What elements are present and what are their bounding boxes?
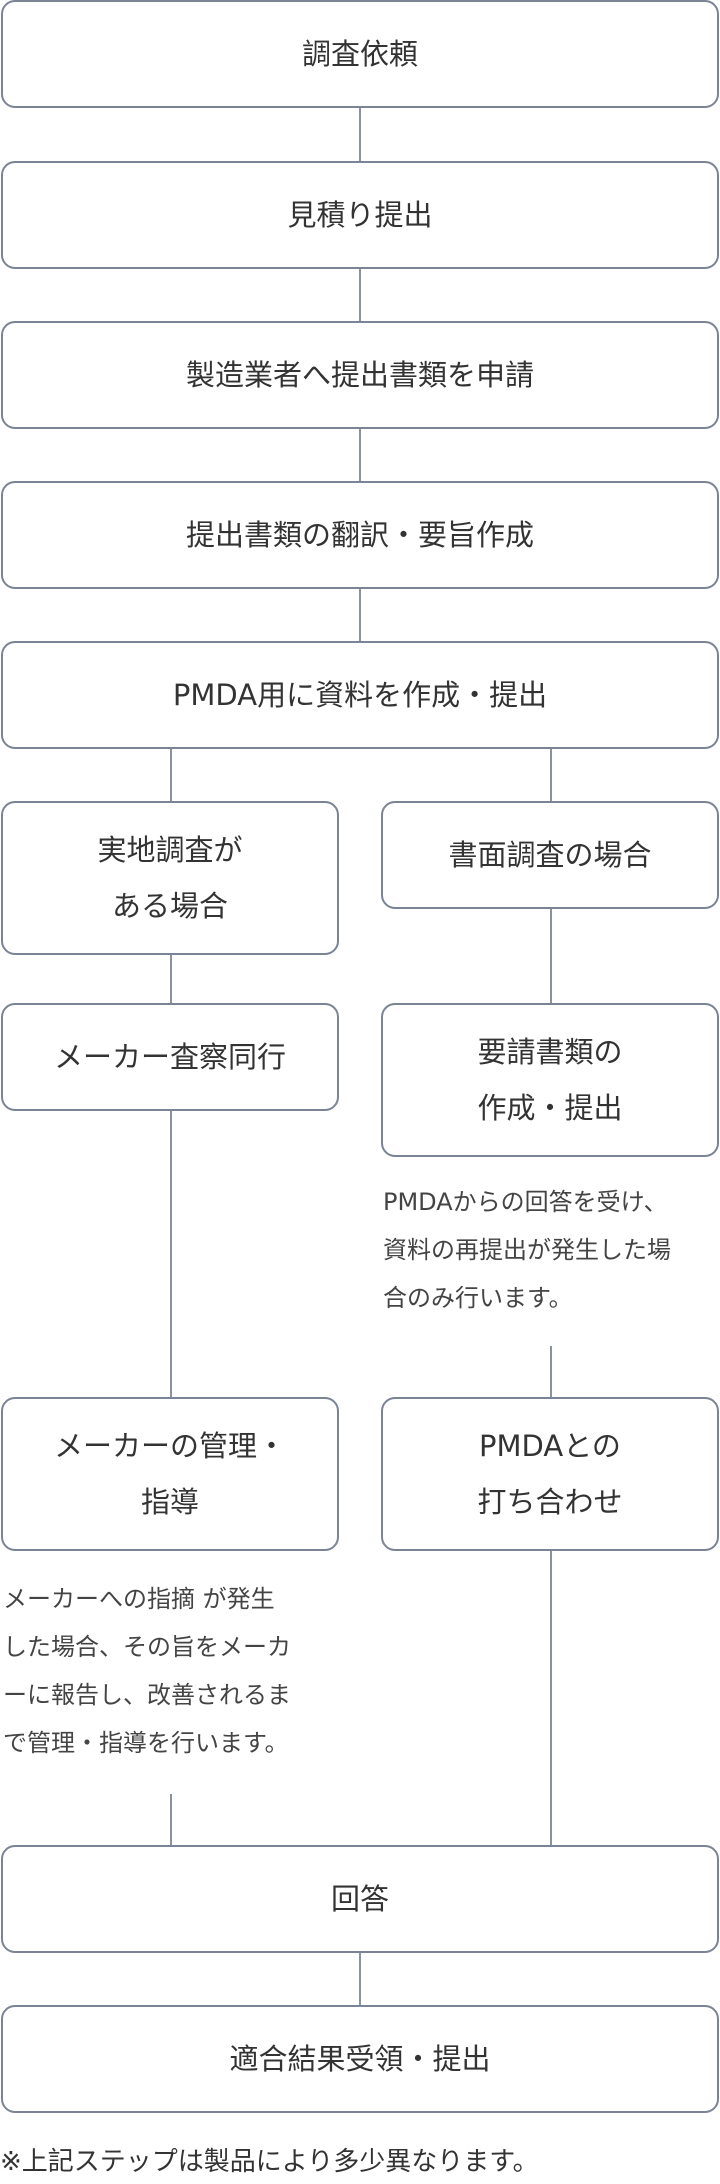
step-document-case: 書面調査の場合 xyxy=(381,801,719,909)
note-maker-guidance: メーカーへの指摘 が発生 した場合、その旨をメーカ ーに報告し、改善されるま で… xyxy=(3,1585,291,1757)
step-request: 調査依頼 xyxy=(1,0,719,108)
connector xyxy=(170,1111,172,1398)
connector xyxy=(359,268,361,321)
step-label: 製造業者へ提出書類を申請 xyxy=(185,358,534,392)
step-apply-docs: 製造業者へ提出書類を申請 xyxy=(1,321,719,429)
step-label: PMDA用に資料を作成・提出 xyxy=(172,678,548,712)
connector xyxy=(550,1550,552,1845)
connector xyxy=(359,108,361,161)
connector xyxy=(550,909,552,1003)
step-label: PMDAとの 打ち合わせ xyxy=(477,1429,623,1519)
step-label: 見積り提出 xyxy=(287,198,433,232)
connector xyxy=(170,955,172,1003)
connector xyxy=(550,1346,552,1398)
step-result: 適合結果受領・提出 xyxy=(1,2005,719,2113)
step-label: 回答 xyxy=(330,1882,389,1916)
note-resubmission: PMDAからの回答を受け、 資料の再提出が発生した場 合のみ行います。 xyxy=(383,1188,671,1312)
footnote: ※上記ステップは製品により多少異なります。 xyxy=(0,2147,539,2177)
step-answer: 回答 xyxy=(1,1845,719,1953)
step-label: 調査依頼 xyxy=(301,37,418,71)
connector xyxy=(550,748,552,802)
step-maker-inspection: メーカー査察同行 xyxy=(1,1003,339,1111)
connector xyxy=(359,588,361,641)
step-estimate: 見積り提出 xyxy=(1,161,719,269)
step-label: 適合結果受領・提出 xyxy=(229,2042,491,2076)
step-maker-management: メーカーの管理・ 指導 xyxy=(1,1397,339,1551)
step-pmda-meeting: PMDAとの 打ち合わせ xyxy=(381,1397,719,1551)
connector xyxy=(170,1794,172,1845)
step-label: メーカー査察同行 xyxy=(53,1040,286,1074)
step-pmda-docs: PMDA用に資料を作成・提出 xyxy=(1,641,719,749)
connector xyxy=(170,748,172,802)
connector xyxy=(359,1953,361,2006)
step-label: メーカーの管理・ 指導 xyxy=(53,1429,286,1519)
connector xyxy=(359,428,361,481)
step-requested-docs: 要請書類の 作成・提出 xyxy=(381,1003,719,1157)
step-onsite-case: 実地調査が ある場合 xyxy=(1,801,339,955)
step-translate: 提出書類の翻訳・要旨作成 xyxy=(1,481,719,589)
step-label: 提出書類の翻訳・要旨作成 xyxy=(185,518,534,552)
step-label: 要請書類の 作成・提出 xyxy=(477,1035,623,1125)
step-label: 書面調査の場合 xyxy=(448,838,652,872)
step-label: 実地調査が ある場合 xyxy=(97,833,243,923)
